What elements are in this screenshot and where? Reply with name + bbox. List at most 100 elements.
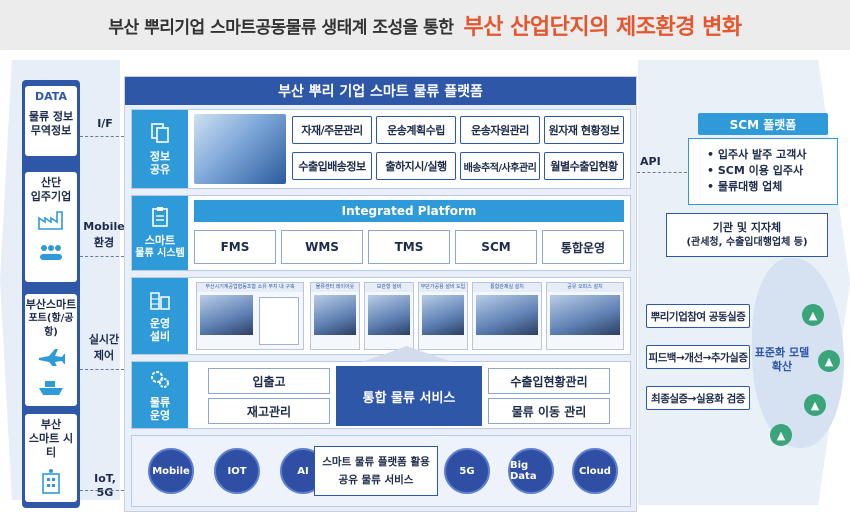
city-line1: 부산 <box>40 418 62 431</box>
standard-line2: 확산 <box>771 360 793 373</box>
operation-item-inventory: 재고관리 <box>208 398 330 424</box>
info-sharing-tag: 정보 공유 <box>132 110 188 188</box>
operation-item-inout: 입출고 <box>208 368 330 394</box>
system-item-wms: WMS <box>281 230 363 264</box>
platform-title: 부산 뿌리 기업 스마트 물류 플랫폼 <box>125 77 636 105</box>
operation-tag-line1: 물류 <box>149 396 171 409</box>
iot-line <box>80 490 124 491</box>
left-column: DATA 물류 정보 무역정보 산단 입주기업 부산스마트 포트(항/공항) 부… <box>22 80 80 508</box>
info-tag-line1: 정보 <box>149 150 171 163</box>
agency-line1: 기관 및 지자체 <box>712 221 782 234</box>
thumb-caption: 물류센터 레이아웃 <box>311 283 359 292</box>
technology-row: Mobile IOT AI 스마트 물류 플랫폼 활용 공유 물류 서비스 5G… <box>131 435 631 507</box>
share-line1: 스마트 물류 플랫폼 활용 <box>322 456 430 468</box>
port-box: 부산스마트 포트(항/공항) <box>25 294 77 406</box>
integrated-service: 통합 물류 서비스 <box>336 366 482 426</box>
city-box: 부산 스마트 시티 <box>25 414 77 502</box>
info-item: 운송계획수립 <box>376 116 456 144</box>
iot-label: IoT, 5G <box>94 472 116 499</box>
operation-item-export: 수출입현황관리 <box>488 368 610 394</box>
port-line1: 부산스마트 <box>25 298 77 311</box>
system-item-integrated: 통합운영 <box>542 230 624 264</box>
port-line2: 포트(항/공항) <box>28 313 74 338</box>
info-item: 자재/주문관리 <box>292 116 372 144</box>
factory-pin-icon: ▲ <box>802 304 824 326</box>
if-line <box>80 136 124 137</box>
equipment-thumb: 부단가공용 설비 도입 <box>418 282 468 350</box>
scm-item: • SCM 이용 입주사 <box>707 164 804 177</box>
equipment-thumb: 공유 오피스 설치 <box>546 282 624 350</box>
equipment-thumb: 보관형 설비 <box>364 282 414 350</box>
operation-tag: 물류 운영 <box>132 362 188 428</box>
thumb-caption: 부산시기계공업협동조합 소유 부지 내 구축 <box>197 283 303 292</box>
data-box: DATA 물류 정보 무역정보 <box>25 86 77 156</box>
thumb-caption: 부단가공용 설비 도입 <box>419 283 467 292</box>
equipment-tag-line1: 운영 <box>149 317 171 330</box>
pilot-step-3: 최종실증→실용화 검증 <box>646 386 750 410</box>
info-item: 월별수출입현황 <box>544 152 624 180</box>
thumb-caption: 통합관제실 설치 <box>473 283 541 292</box>
clipboard-icon <box>150 206 170 234</box>
industry-line1: 산단 <box>40 176 62 189</box>
standard-line1: 표준화 모델 <box>754 346 810 359</box>
scm-item: • 입주사 발주 고객사 <box>707 148 807 161</box>
equipment-thumb: 물류센터 레이아웃 <box>310 282 360 350</box>
data-line2: 무역정보 <box>30 124 72 137</box>
info-tag-line2: 공유 <box>149 163 171 176</box>
api-line <box>637 172 687 173</box>
logistics-system-row: 스마트 물류 시스템 Integrated Platform FMS WMS T… <box>131 195 631 271</box>
system-item-fms: FMS <box>194 230 276 264</box>
thumb-caption: 보관형 설비 <box>365 283 413 292</box>
industry-line2: 입주기업 <box>30 190 72 203</box>
share-line2: 공유 물류 서비스 <box>338 474 414 486</box>
platform-container: 부산 뿌리 기업 스마트 물류 플랫폼 정보 공유 자재/주문관리 운송계획수립… <box>124 76 637 512</box>
realtime-line <box>80 369 124 370</box>
operation-tag-line2: 운영 <box>149 409 171 422</box>
tech-circle-5g: 5G <box>444 448 490 494</box>
operation-item-movement: 물류 이동 관리 <box>488 398 610 424</box>
equipment-row: 운영 설비 부산시기계공업협동조합 소유 부지 내 구축 물류센터 레이아웃 보… <box>131 277 631 355</box>
shared-documents-icon <box>149 122 171 150</box>
factory-icon <box>38 210 64 236</box>
info-item: 배송추적/사후관리 <box>460 152 540 180</box>
airplane-icon <box>37 348 66 372</box>
equipment-thumb-site: 부산시기계공업협동조합 소유 부지 내 구축 <box>196 282 304 350</box>
pilot-step-1: 뿌리기업참여 공동실증 <box>646 304 750 328</box>
equipment-thumb: 통합관제실 설치 <box>472 282 542 350</box>
info-item: 수출입배송정보 <box>292 152 372 180</box>
tech-circle-bigdata: Big Data <box>508 448 554 494</box>
equipment-tag: 운영 설비 <box>132 278 188 354</box>
industry-box: 산단 입주기업 <box>25 172 77 282</box>
ship-icon <box>37 378 65 402</box>
shared-platform-box: 스마트 물류 플랫폼 활용 공유 물류 서비스 <box>314 446 438 496</box>
tech-circle-cloud: Cloud <box>572 448 618 494</box>
scm-platform-list: • 입주사 발주 고객사 • SCM 이용 입주사 • 물류대행 업체 <box>688 138 838 205</box>
tech-circle-mobile: Mobile <box>148 448 194 494</box>
info-item: 원자재 현황정보 <box>544 116 624 144</box>
title-bar: 부산 뿌리기업 스마트공동물류 생태계 조성을 통한 부산 산업단지의 제조환경… <box>0 0 850 50</box>
info-item: 출하지시/실행 <box>376 152 456 180</box>
gears-icon <box>149 368 171 396</box>
scm-item: • 물류대행 업체 <box>707 180 783 193</box>
equipment-tag-line2: 설비 <box>149 330 171 343</box>
info-sharing-row: 정보 공유 자재/주문관리 운송계획수립 운송자원관리 원자재 현황정보 수출입… <box>131 109 631 189</box>
system-item-scm: SCM <box>455 230 537 264</box>
tech-circle-iot: IOT <box>214 448 260 494</box>
city-line2: 스마트 시티 <box>28 432 74 459</box>
agency-line2: (관세청, 수출입대행업체 등) <box>686 237 808 248</box>
scm-platform-header: SCM 플랫폼 <box>698 113 828 135</box>
realtime-label-1: 실시간 <box>88 333 120 346</box>
building-icon <box>38 468 64 500</box>
realtime-label-2: 제어 <box>93 349 115 362</box>
mobile-label-2: 환경 <box>93 236 115 249</box>
mobile-label-1: Mobile <box>83 220 125 233</box>
agency-box: 기관 및 지자체 (관세청, 수출입대행업체 등) <box>666 213 828 257</box>
standard-model-label: 표준화 모델 확산 <box>752 346 812 374</box>
mobile-line <box>80 256 124 257</box>
api-label: API <box>640 155 661 168</box>
operation-row: 물류 운영 입출고 재고관리 통합 물류 서비스 수출입현황관리 물류 이동 관… <box>131 346 631 429</box>
integrated-platform-header: Integrated Platform <box>194 200 624 222</box>
factory-pin-icon: ▲ <box>804 394 826 416</box>
data-label: DATA <box>35 90 67 103</box>
system-tag-line2: 물류 시스템 <box>135 248 185 259</box>
